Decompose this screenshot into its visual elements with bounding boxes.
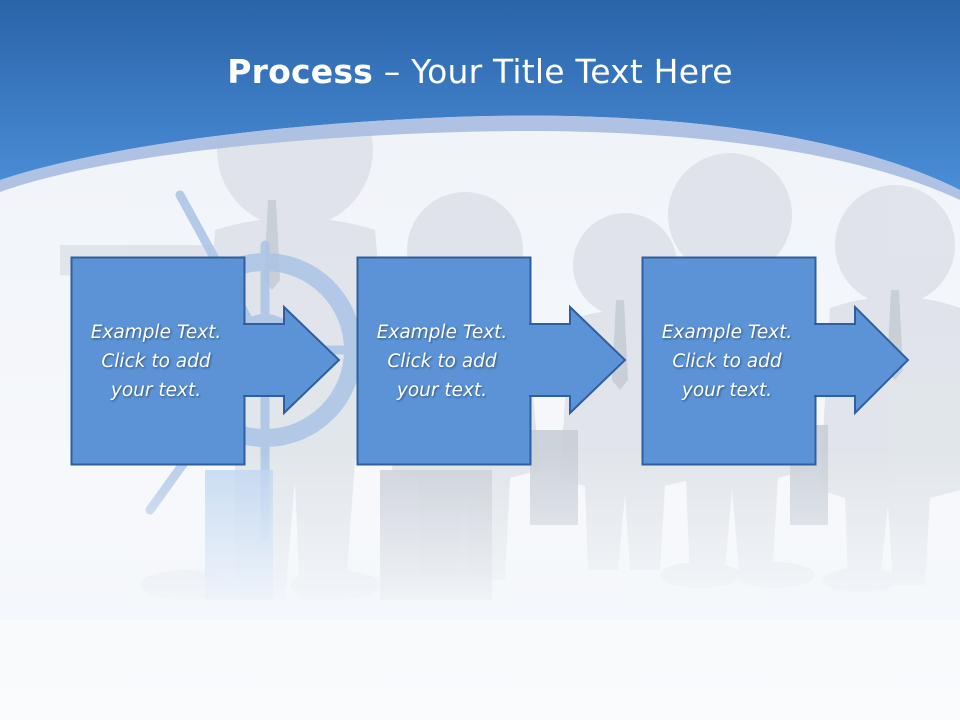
title-bold: Process (227, 52, 374, 91)
process-step-2[interactable]: Example Text. Click to add your text. (356, 256, 627, 467)
process-step-shape (70, 256, 341, 466)
process-step-text[interactable]: Example Text. Click to add your text. (376, 321, 508, 401)
process-step-text[interactable]: Example Text. Click to add your text. (90, 321, 222, 401)
process-step-shape (641, 256, 910, 466)
header-band (0, 0, 960, 190)
process-step-text[interactable]: Example Text. Click to add your text. (661, 321, 793, 401)
title-rest: – Your Title Text Here (373, 52, 733, 91)
page-title[interactable]: Process – Your Title Text Here (0, 52, 960, 91)
process-step-shape (356, 256, 627, 466)
process-step-1[interactable]: Example Text. Click to add your text. (70, 256, 341, 467)
header-swoosh (0, 115, 960, 200)
process-step-3[interactable]: Example Text. Click to add your text. (641, 256, 912, 467)
